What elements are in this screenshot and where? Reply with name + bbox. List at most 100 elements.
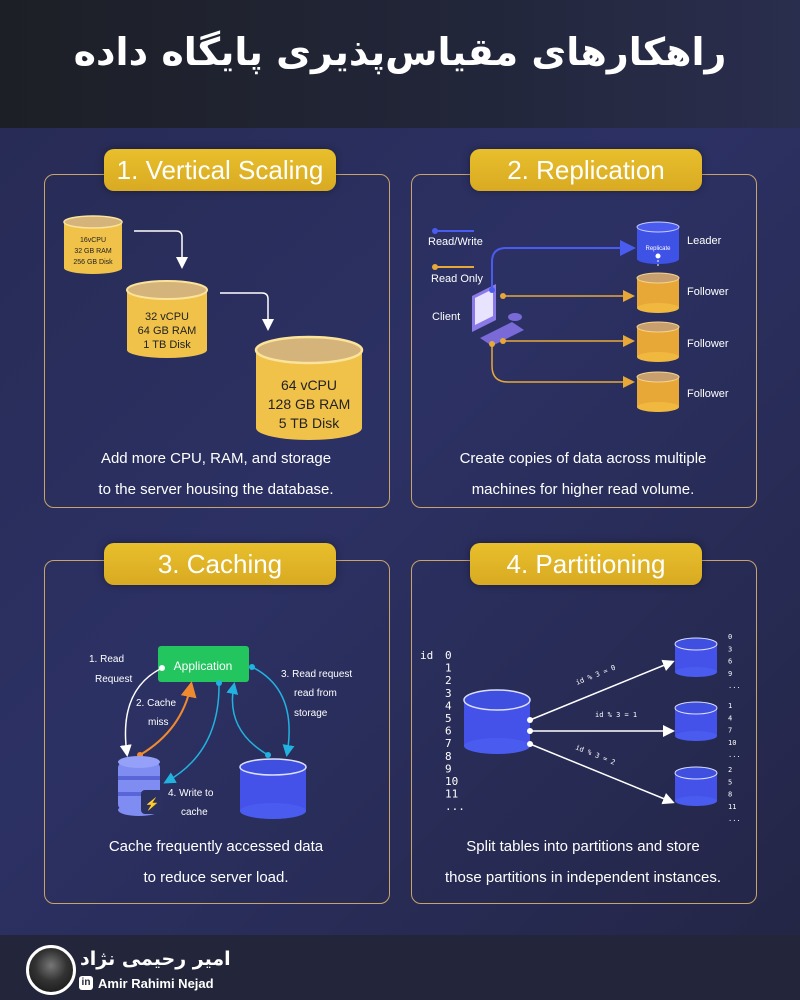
id-value: 10 [445,775,458,788]
id-value: 0 [445,649,452,662]
db-large-line: 64 vCPU [281,377,337,393]
partition-value: ... [728,682,741,690]
description-replication: Create copies of data across multiple ma… [411,443,755,505]
storage-return-arrow [226,682,269,756]
id-value: 7 [445,737,452,750]
arrow-medium-to-large [220,292,274,331]
author-name-fa: امیر رحیمی نژاد [80,948,231,970]
description-line: machines for higher read volume. [471,481,695,498]
db-large-line: 5 TB Disk [279,415,340,431]
step-4-label: 4. Write to [168,788,214,799]
id-value: 5 [445,712,452,725]
partition-value: 1 [728,702,732,710]
step-3-label: 3. Read request [281,669,352,680]
read-request-arrow [119,667,163,757]
db-small-line: 32 GB RAM [74,248,112,255]
step-2-label: miss [148,717,169,728]
badge-partitioning: 4. Partitioning [470,543,702,585]
page-title: راهکارهای مقیاس‌پذیری پایگاه داده [73,30,727,74]
description-line: Cache frequently accessed data [108,838,324,855]
rule-label: id % 3 = 2 [574,743,616,766]
partition-value: 10 [728,739,736,747]
partition-value: 2 [728,766,732,774]
header: راهکارهای مقیاس‌پذیری پایگاه داده [0,0,800,128]
partition-value: ... [728,751,741,759]
partition-db-1 [674,701,718,741]
db-small-line: 256 GB Disk [73,259,113,266]
description-line: Split tables into partitions and store [466,838,700,855]
id-value: 8 [445,750,452,763]
id-value: 9 [445,762,452,775]
description-line: Create copies of data across multiple [459,450,707,467]
follower-db-1 [636,272,680,313]
db-medium-line: 32 vCPU [145,311,189,323]
description-line: those partitions in independent instance… [444,869,722,886]
read-storage-arrow [251,666,295,757]
follower-label: Follower [687,286,729,298]
step-3-label: storage [294,708,328,719]
ids-header: id [420,649,433,662]
badge-replication: 2. Replication [470,149,702,191]
id-value: 1 [445,662,452,675]
partition-db-2 [674,766,718,806]
partition-value: 9 [728,670,732,678]
partition-value: 5 [728,778,732,786]
cache-server-icon: ⚡ [118,756,163,816]
db-medium: 32 vCPU 64 GB RAM 1 TB Disk [126,280,208,358]
rule-label: id % 3 = 1 [595,711,637,719]
step-2-label: 2. Cache [136,698,176,709]
id-value: 11 [445,788,458,801]
description-line: to the server housing the database. [98,481,334,498]
storage-db [239,758,307,819]
cache-miss-arrow [139,681,197,756]
id-value: 4 [445,699,452,712]
partition-value: 0 [728,633,732,641]
lightning-icon: ⚡ [145,797,160,811]
step-4-label: cache [181,807,208,818]
partition-value: 8 [728,791,732,799]
description-caching: Cache frequently accessed data to reduce… [44,831,388,893]
application-box: Application [158,646,249,682]
partition-values: 0 3 6 9... 1 4 7 10... 2 5 8 11... [728,633,741,823]
description-vertical-scaling: Add more CPU, RAM, and storage to the se… [44,443,388,505]
follower-db-3 [636,371,680,412]
client-label: Client [432,311,460,323]
author-name-en[interactable]: Amir Rahimi Nejad [98,976,214,991]
db-medium-line: 1 TB Disk [143,339,191,351]
db-small: 16vCPU 32 GB RAM 256 GB Disk [63,215,123,274]
id-value: 6 [445,725,452,738]
read-write-arrow [491,240,636,290]
partition-arrow-2 [529,743,675,805]
id-value: ... [445,800,465,813]
db-large-line: 128 GB RAM [268,396,350,412]
author-avatar [26,945,76,995]
write-to-cache-arrow [163,682,220,784]
footer [0,935,800,1000]
legend-read-write-label: Read/Write [428,236,483,248]
badge-vertical-scaling: 1. Vertical Scaling [104,149,336,191]
db-medium-line: 64 GB RAM [138,325,197,337]
leader-label: Leader [687,235,722,247]
partition-arrow-0 [529,659,675,721]
partition-db-0 [674,637,718,677]
partition-value: 7 [728,727,732,735]
description-line: to reduce server load. [143,869,289,886]
db-large: 64 vCPU 128 GB RAM 5 TB Disk [254,335,364,440]
badge-caching: 3. Caching [104,543,336,585]
rule-label: id % 3 = 0 [575,664,617,687]
partition-value: 11 [728,803,736,811]
step-3-label: read from [294,688,337,699]
linkedin-icon[interactable]: in [79,976,93,990]
arrow-small-to-medium [134,230,188,269]
partition-value: 3 [728,645,732,653]
id-value: 2 [445,674,452,687]
description-line: Add more CPU, RAM, and storage [100,450,332,467]
partition-value: 4 [728,714,732,722]
main-table-db [463,689,531,754]
description-partitioning: Split tables into partitions and store t… [411,831,755,893]
partition-value: 6 [728,658,732,666]
partition-value: ... [728,815,741,823]
follower-label: Follower [687,338,729,350]
